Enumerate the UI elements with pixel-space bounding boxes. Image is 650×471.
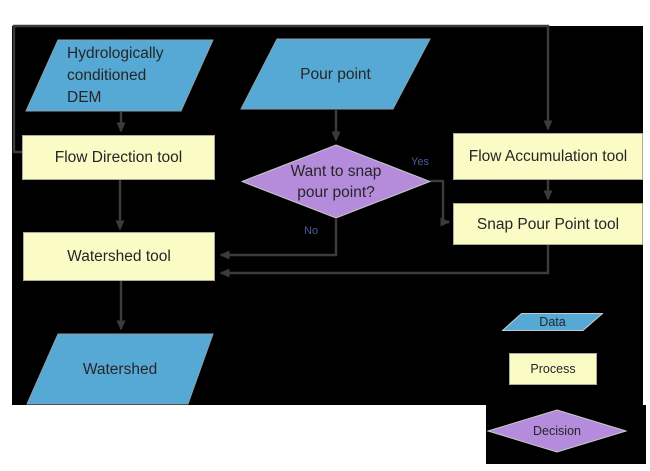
node-label: Snap Pour Point tool	[476, 215, 620, 233]
decision-diamond-shape	[241, 144, 431, 219]
dem-label-line3: DEM	[67, 88, 102, 106]
node-label: Flow Accumulation tool	[468, 148, 628, 165]
decision-label-line2: pour point?	[297, 183, 375, 201]
node-snap-pour-point-tool: Snap Pour Point tool	[453, 203, 643, 245]
data-parallelogram-shape	[240, 38, 431, 110]
legend-item-data: Data	[502, 313, 603, 331]
decision-label-line1: Want to snap	[290, 162, 382, 180]
node-label: Watershed tool	[67, 248, 171, 265]
legend-label: Decision	[533, 424, 581, 438]
node-watershed-output: Watershed	[26, 333, 214, 405]
legend-item-decision: Decision	[487, 409, 627, 453]
legend-data-parallelogram-shape	[502, 313, 603, 331]
node-label: Hydrologically conditioned DEM	[25, 43, 163, 109]
node-want-to-snap-decision: Want to snap pour point?	[241, 144, 431, 219]
data-parallelogram-shape	[25, 39, 214, 112]
legend-decision-diamond-shape	[487, 409, 627, 453]
edge-label-no: No	[304, 225, 319, 237]
data-parallelogram-shape	[26, 333, 214, 405]
node-watershed-tool: Watershed tool	[23, 232, 215, 281]
node-pour-point: Pour point	[240, 38, 431, 110]
node-label: Flow Direction tool	[54, 149, 183, 166]
node-hydrologically-conditioned-dem: Hydrologically conditioned DEM	[25, 39, 214, 112]
legend-label: Process	[530, 362, 576, 376]
dem-label-line2: conditioned	[67, 66, 147, 84]
legend-label: Data	[539, 315, 566, 329]
node-label: Pour point	[300, 65, 371, 83]
node-label: Want to snap pour point?	[291, 161, 382, 203]
dem-label-line1: Hydrologically	[67, 44, 164, 62]
legend-item-process: Process	[509, 353, 597, 385]
node-label: Watershed	[82, 360, 158, 378]
edge-label-yes: Yes	[411, 156, 429, 168]
node-flow-accumulation-tool: Flow Accumulation tool	[453, 133, 643, 180]
node-flow-direction-tool: Flow Direction tool	[22, 135, 215, 180]
